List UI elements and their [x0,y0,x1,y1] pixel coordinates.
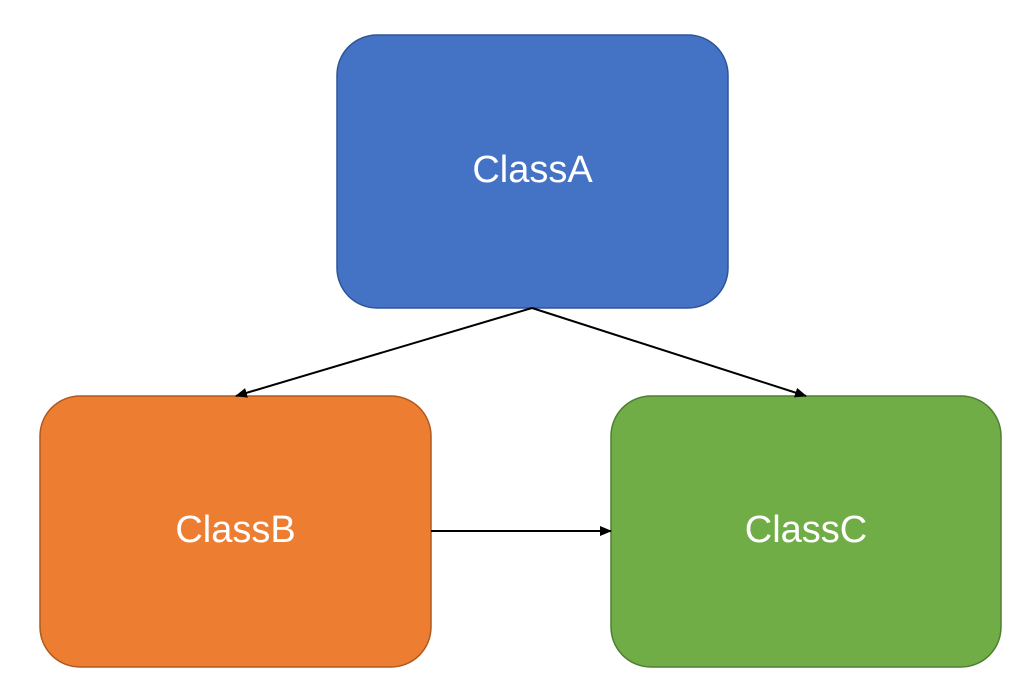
node-class-b-label: ClassB [175,509,295,551]
node-class-a-label: ClassA [472,149,593,191]
node-class-b[interactable]: ClassB [39,395,432,668]
arrow-classa-to-classc [531,307,807,398]
node-class-a[interactable]: ClassA [336,34,729,309]
arrow-classa-to-classb [235,307,533,398]
node-class-c-label: ClassC [745,509,867,551]
node-class-c[interactable]: ClassC [610,395,1002,668]
